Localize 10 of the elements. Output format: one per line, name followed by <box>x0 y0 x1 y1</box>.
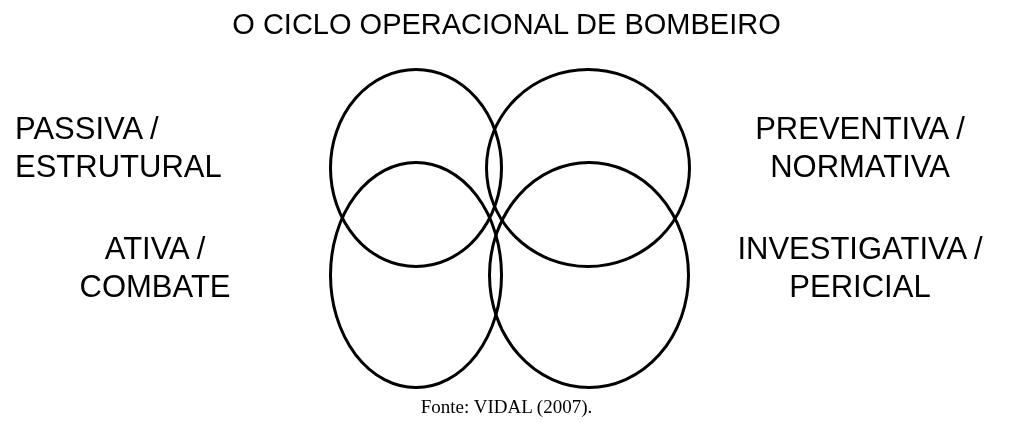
circle-label: ATIVA / COMBATE <box>78 230 232 306</box>
circle-outline <box>488 161 690 389</box>
title: O CICLO OPERACIONAL DE BOMBEIRO <box>231 8 782 41</box>
circle-outline <box>485 68 691 268</box>
circle-label: PASSIVA / ESTRUTURAL <box>15 110 223 186</box>
caption: Fonte: VIDAL (2007). <box>419 396 594 418</box>
circle-outline <box>329 161 503 389</box>
circle-label: INVESTIGATIVA / PERICIAL <box>736 230 984 306</box>
circle-outline <box>329 68 503 268</box>
circle-label: PREVENTIVA / NORMATIVA <box>754 110 966 186</box>
